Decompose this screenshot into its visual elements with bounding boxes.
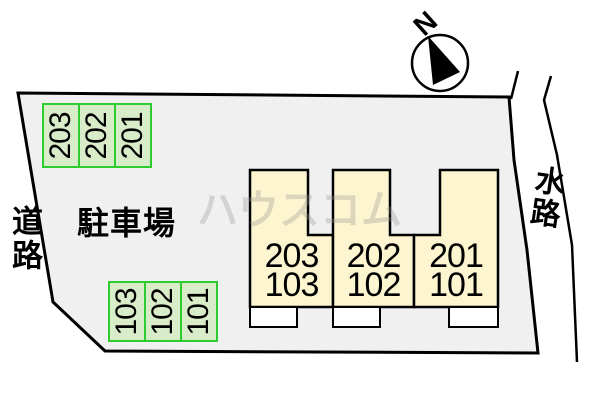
parking-stall-number: 203 (44, 111, 77, 160)
porch-unit-3 (448, 306, 499, 328)
waterway-label: 水路 (523, 163, 566, 232)
porch-unit-2 (332, 306, 381, 328)
unit-lower-number: 103 (264, 266, 320, 304)
parking-stall-203: 203 (42, 103, 80, 168)
parking-stall-number: 102 (146, 287, 179, 336)
unit-upper-number: 202 (346, 237, 402, 275)
parking-stall-number: 201 (116, 111, 149, 160)
building-unit-2-label: 202 102 (333, 237, 414, 304)
parking-stall-201: 201 (114, 103, 152, 168)
building-unit-3-label: 201 101 (414, 237, 498, 304)
building-unit-3 (412, 168, 500, 309)
parking-row-upper: 203 202 201 (42, 103, 152, 168)
compass-needle-icon (428, 36, 460, 85)
unit-lower-number: 102 (346, 266, 402, 304)
waterway-inner-line (509, 70, 520, 100)
unit-lower-number: 101 (429, 266, 484, 304)
road-label: 道路 (7, 205, 42, 273)
building-unit-1-label: 203 103 (250, 237, 333, 304)
parking-stall-103: 103 (108, 281, 146, 342)
parking-lot-label: 駐車場 (77, 205, 177, 241)
parking-stall-102: 102 (144, 281, 182, 342)
parking-stall-number: 103 (110, 287, 143, 336)
porch-unit-1 (249, 306, 298, 328)
parking-stall-number: 202 (80, 111, 113, 160)
parking-stall-202: 202 (78, 103, 116, 168)
parking-stall-101: 101 (180, 281, 218, 342)
unit-upper-number: 203 (264, 237, 320, 275)
unit-upper-number: 201 (429, 237, 484, 275)
parking-row-lower: 103 102 101 (108, 281, 218, 342)
parking-stall-number: 101 (182, 287, 215, 336)
waterway-outer-line (542, 75, 579, 363)
